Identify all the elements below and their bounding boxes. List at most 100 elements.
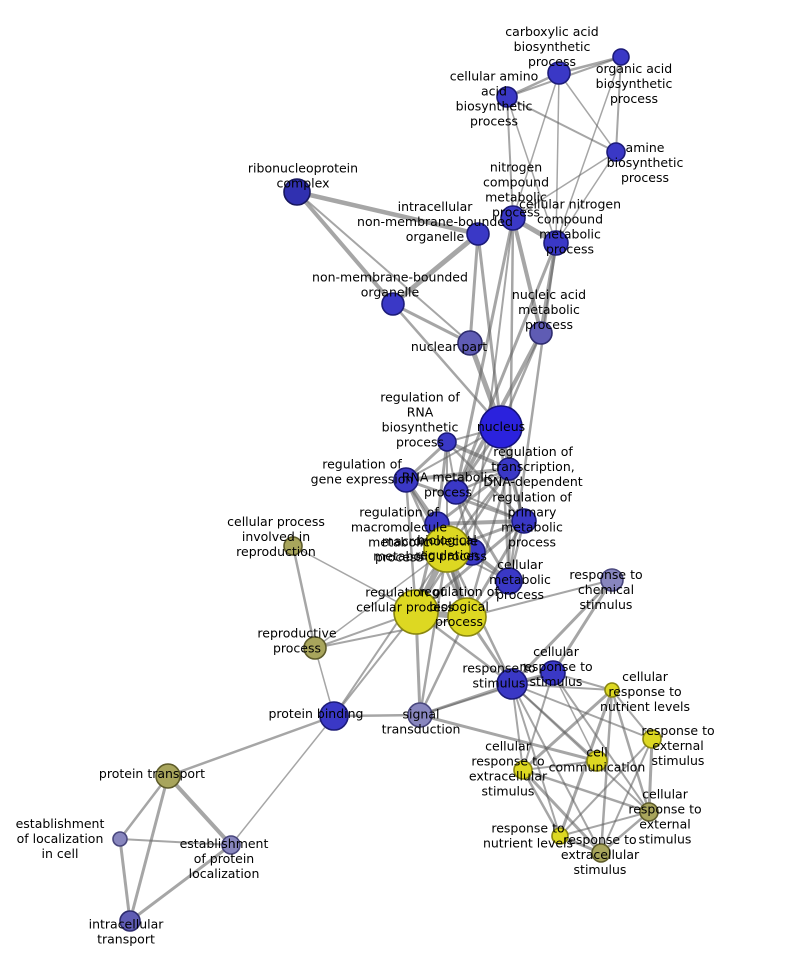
- graph-node-organic[interactable]: [612, 48, 630, 66]
- graph-node-cell_amino[interactable]: [496, 86, 518, 108]
- graph-node-resp_extracell[interactable]: [591, 843, 611, 863]
- graph-edge-resp_external--resp_extracell: [600, 738, 653, 854]
- graph-edge-cell_resp_stim--cell_resp_extracell: [522, 672, 554, 771]
- graph-node-nuclear_part[interactable]: [457, 330, 483, 356]
- graph-edge-cell_amino--nitrogen: [506, 96, 514, 219]
- graph-node-cell_resp_external[interactable]: [639, 802, 659, 822]
- graph-node-intra_transport[interactable]: [119, 910, 141, 932]
- graph-node-reg_transcription[interactable]: [497, 457, 521, 481]
- graph-edge-intra_nmb--nmb_org: [390, 231, 481, 307]
- graph-edge-nitrogen--nucleic_acid: [511, 216, 543, 335]
- graph-node-est_prot_loc[interactable]: [221, 835, 241, 855]
- graph-node-resp_nutrient[interactable]: [551, 827, 569, 845]
- graph-node-protein_transport[interactable]: [155, 763, 181, 789]
- graph-edge-reg_transcription--reg_gene_expr: [404, 467, 511, 482]
- graph-node-label-protein_transport: protein transport: [99, 766, 205, 781]
- graph-node-biological_reg[interactable]: [423, 525, 471, 573]
- graph-edge-cpir--repro: [291, 544, 317, 650]
- graph-node-rnp[interactable]: [283, 178, 311, 206]
- graph-edge-rnp--nmb_org: [295, 190, 395, 306]
- graph-node-rna_metabolic[interactable]: [443, 479, 469, 505]
- graph-node-cell_resp_stim[interactable]: [540, 660, 566, 686]
- graph-node-resp_stim[interactable]: [496, 668, 528, 700]
- graph-edge-cell_resp_stim--resp_chemical: [551, 578, 614, 675]
- graph-edge-resp_chemical--reg_biological: [466, 579, 613, 618]
- graph-edge-protein_binding--est_prot_loc: [230, 715, 335, 846]
- graph-node-resp_external[interactable]: [642, 729, 662, 749]
- graph-edge-carboxylic--cell_nitrogen: [555, 72, 560, 244]
- graph-edge-organic--cell_nitrogen: [555, 56, 622, 244]
- graph-node-protein_binding[interactable]: [319, 701, 349, 731]
- graph-edge-protein_binding--protein_transport: [166, 714, 336, 778]
- nodes-layer: [112, 48, 662, 932]
- graph-node-cell_nitrogen[interactable]: [543, 230, 569, 256]
- graph-edge-cpir--reg_cellular: [292, 545, 417, 613]
- graph-node-reg_cellular[interactable]: [393, 589, 439, 635]
- graph-edge-est_loc_cell--intra_transport: [118, 837, 132, 923]
- graph-edge-reg_transcription--reg_macro: [435, 467, 511, 526]
- graph-node-reg_biological[interactable]: [447, 597, 487, 637]
- graph-edge-protein_transport--est_prot_loc: [166, 774, 233, 847]
- graph-edge-resp_stim--cell_resp_external: [511, 683, 650, 813]
- graph-edge-reg_rna--reg_primary: [445, 440, 526, 523]
- graph-edge-resp_stim--resp_chemical: [510, 578, 614, 686]
- graph-edge-nmb_org--nuclear_part: [391, 302, 472, 345]
- graph-node-label-nucleus: nucleus: [477, 419, 525, 434]
- graph-edge-intra_nmb--nuclear_part: [468, 232, 480, 345]
- graph-node-carboxylic[interactable]: [547, 61, 571, 85]
- graph-edge-cell_resp_nutrient--resp_extracell: [599, 688, 614, 855]
- graph-edge-resp_external--resp_nutrient: [559, 738, 653, 837]
- graph-node-nucleic_acid[interactable]: [529, 321, 553, 345]
- graph-node-reg_rna[interactable]: [437, 432, 457, 452]
- graph-node-resp_chemical[interactable]: [600, 568, 624, 592]
- graph-node-repro[interactable]: [303, 636, 327, 660]
- graph-node-nitrogen[interactable]: [500, 205, 526, 231]
- graph-node-amine[interactable]: [606, 142, 626, 162]
- graph-edge-est_loc_cell--est_prot_loc: [119, 838, 232, 846]
- graph-node-signal_transduction[interactable]: [407, 702, 433, 728]
- graph-node-cpir[interactable]: [283, 536, 303, 556]
- graph-node-est_loc_cell[interactable]: [112, 831, 128, 847]
- graph-edge-cell_resp_extracell--resp_extracell: [521, 768, 603, 855]
- graph-node-nmb_org[interactable]: [381, 292, 405, 316]
- graph-node-cell_resp_nutrient[interactable]: [604, 682, 620, 698]
- graph-node-intra_nmb[interactable]: [466, 222, 490, 246]
- graph-edge-reg_primary--reg_macro: [435, 519, 526, 526]
- graph-node-cell_resp_extracell[interactable]: [513, 760, 533, 780]
- graph-edge-cell_amino--cell_nitrogen: [506, 96, 557, 244]
- graph-node-nucleus[interactable]: [479, 405, 523, 449]
- graph-edge-resp_external--cell_resp_external: [647, 737, 654, 814]
- graph-edge-reg_rna--reg_macro: [435, 440, 449, 526]
- graph-node-cell_comm[interactable]: [586, 750, 608, 772]
- graph-node-label-protein_binding: protein binding: [268, 706, 363, 721]
- graph-node-cellular_metabolic[interactable]: [495, 567, 523, 595]
- graph-edge-cell_amino--amine: [506, 96, 617, 153]
- graph-node-reg_primary[interactable]: [511, 508, 537, 534]
- graph-node-reg_gene_expr[interactable]: [393, 467, 419, 493]
